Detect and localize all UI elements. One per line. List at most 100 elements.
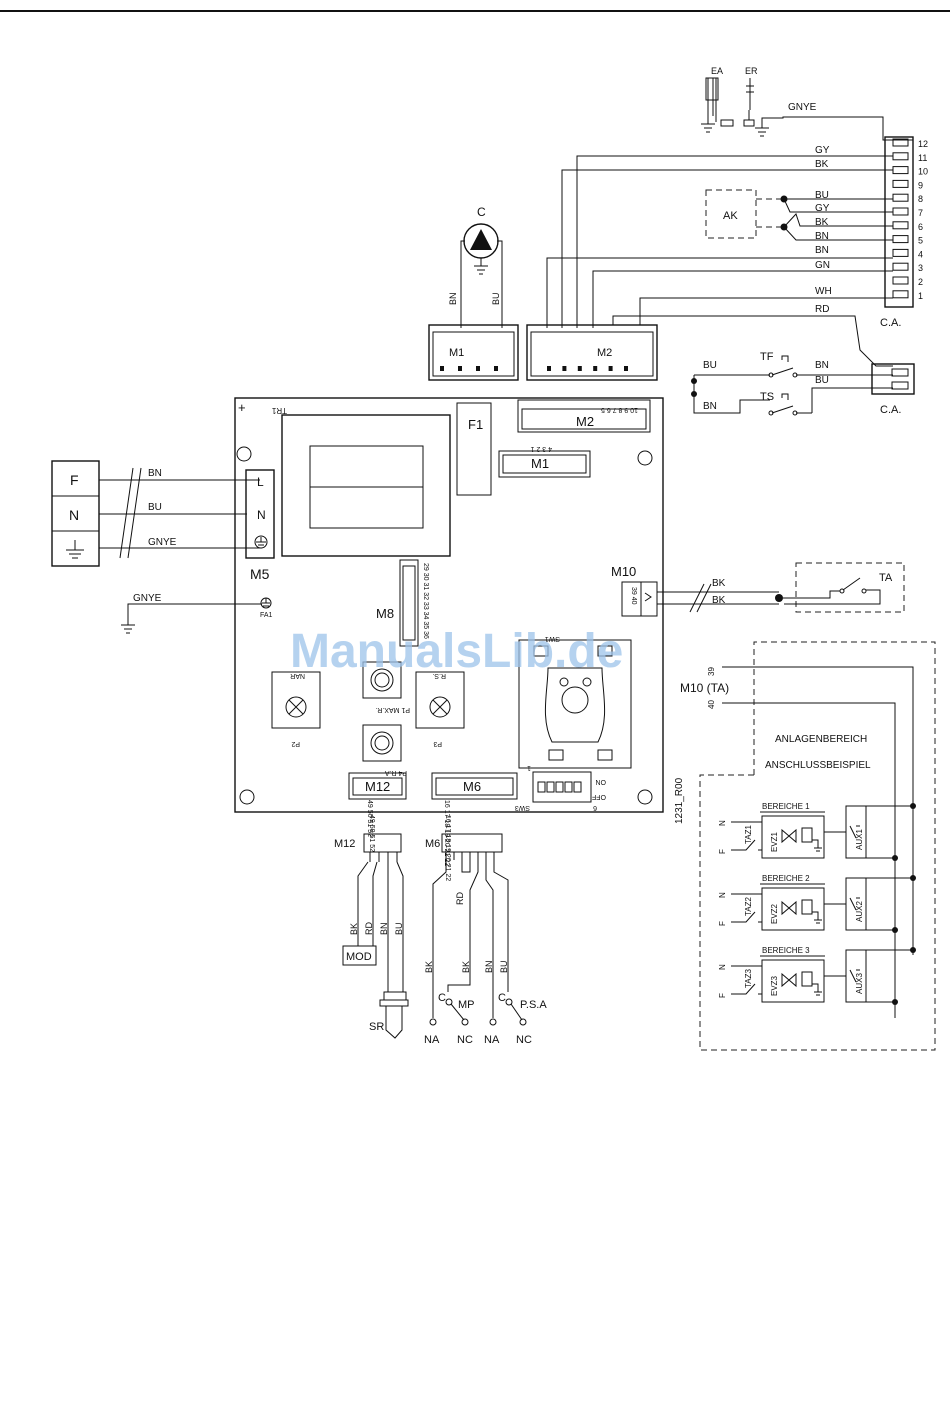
ground-icon <box>701 123 715 133</box>
m10-pins: 39 40 <box>630 587 637 605</box>
ca-pin <box>892 207 909 216</box>
m6-wire-rd: RD <box>455 892 465 905</box>
m6-wire-bn: BN <box>484 960 494 973</box>
ca-pin <box>892 152 909 161</box>
socket-pin <box>608 366 613 371</box>
m6-wire-bu: BU <box>499 960 509 973</box>
bu-left-label: BU <box>703 360 717 371</box>
sw3-label: SW3 <box>515 804 530 811</box>
ta-label: TA <box>879 572 893 584</box>
zone-n: N <box>718 892 727 898</box>
ca-pin-number: 2 <box>918 277 923 287</box>
sw3-on: ON <box>596 778 607 785</box>
terminal-n: N <box>257 508 266 522</box>
zone-aux: AUX3 <box>855 973 864 994</box>
na2-label: NA <box>484 1034 500 1046</box>
ca-top-label: C.A. <box>880 317 901 329</box>
pump-wire-bn: BN <box>448 292 458 305</box>
thermostats: BU BN TF TS BN BU C.A. <box>691 351 915 416</box>
nar-label: NAR <box>290 672 305 679</box>
pin-40: 40 <box>707 700 716 709</box>
earth-devices: EA ER GNYE <box>701 66 913 141</box>
board-m6-pins: 16 17 18 19 20 21 22 <box>443 800 450 866</box>
m12-harness: M12 49 50 51 52 BK RD BN BU MOD SR <box>334 815 409 1039</box>
mains-f: F <box>70 472 79 488</box>
psa-label: P.S.A <box>520 999 547 1011</box>
m10-label: M10 <box>611 564 636 579</box>
ta-thermostat: BK BK TA <box>657 562 905 613</box>
m6-pins: 16 17 18 19 20 21 22 <box>444 815 451 881</box>
m8-label: M8 <box>376 606 394 621</box>
socket-m2-label: M2 <box>597 347 612 359</box>
ca-pin <box>892 248 909 257</box>
gnye-label: GNYE <box>788 102 817 113</box>
ca-pin-number: 1 <box>918 291 923 301</box>
bu-right-label: BU <box>815 375 829 386</box>
board-m1-pins: 4 3 2 1 <box>530 445 552 452</box>
zone-name: BEREICHE 2 <box>762 874 810 883</box>
coil-icon <box>801 827 813 843</box>
potentiometer-p3: R.S. P3 <box>415 671 465 747</box>
wire-bk: BK <box>815 159 829 170</box>
ca-pin <box>892 235 909 244</box>
m12-wire-bu: BU <box>394 922 404 935</box>
installation-title1: ANLAGENBEREICH <box>775 734 867 745</box>
er-label: ER <box>745 66 758 76</box>
m12-wire-rd: RD <box>364 922 374 935</box>
zone-f: F <box>718 921 727 926</box>
board-plus: + <box>238 400 246 415</box>
zone-taz: TAZ2 <box>744 896 753 916</box>
ca-pin-number: 3 <box>918 263 923 273</box>
mains-gnye: GNYE <box>148 537 177 548</box>
wire-gn: GN <box>815 260 830 271</box>
m12-label: M12 <box>334 838 355 850</box>
ta-wire-bk1: BK <box>712 578 726 589</box>
ca-pin <box>892 221 909 230</box>
mains-bn: BN <box>148 468 162 479</box>
m6-wire-bk2: BK <box>461 961 471 973</box>
m8-pins: 29 30 31 32 33 34 35 36 <box>422 563 429 639</box>
coil-icon <box>801 899 813 915</box>
ca-pin <box>892 193 909 202</box>
installation-example: M10 (TA) 39 40 1231_R00 ANLAGENBEREICH A… <box>674 641 936 1051</box>
board-m6-label: M6 <box>463 779 481 794</box>
wire-bn: BN <box>815 231 829 242</box>
board-m2-pins: 10 9 8 7 6 5 <box>601 406 638 413</box>
main-board: + TR1 F1 M2 10 9 8 7 6 5 M1 4 3 2 1 M8 2… <box>234 397 664 866</box>
rs-label: R.S. <box>432 672 446 679</box>
zone-n: N <box>718 820 727 826</box>
wire-rd: RD <box>815 304 829 315</box>
valve-icon <box>781 972 797 988</box>
pump: C BN BU <box>448 205 503 328</box>
wire-bk: BK <box>815 217 829 228</box>
ts-label: TS <box>760 391 774 403</box>
board-m1-label: M1 <box>531 456 549 471</box>
ak-sensor: AK <box>705 189 893 241</box>
wire-bu: BU <box>815 190 829 201</box>
sr-label: SR <box>369 1021 384 1033</box>
socket-m2: M2 <box>526 324 658 381</box>
wire-gy: GY <box>815 145 830 156</box>
pump-icon <box>470 229 492 250</box>
psa-c: C <box>498 992 506 1004</box>
pin-39: 39 <box>707 667 716 676</box>
potentiometer-p4: P4 R.A <box>362 724 407 776</box>
sw1-label: SW1 <box>545 635 560 642</box>
ca-pin-number: 9 <box>918 180 923 190</box>
fa1-label: FA1 <box>260 612 273 619</box>
tf-label: TF <box>760 351 774 363</box>
fa1-gnye: GNYE <box>133 593 162 604</box>
mains-block: F N BN BU GNYE L N M5 <box>51 460 275 582</box>
p2-label: P2 <box>291 740 300 747</box>
ca-pin-number: 7 <box>918 208 923 218</box>
ca-pin <box>892 179 909 188</box>
ca-pin <box>892 290 909 299</box>
installation-title2: ANSCHLUSSBEISPIEL <box>765 760 871 771</box>
socket-m1-label: M1 <box>449 347 464 359</box>
socket-pin <box>562 366 567 371</box>
ca-pin-number: 5 <box>918 236 923 246</box>
ak-label: AK <box>723 210 738 222</box>
